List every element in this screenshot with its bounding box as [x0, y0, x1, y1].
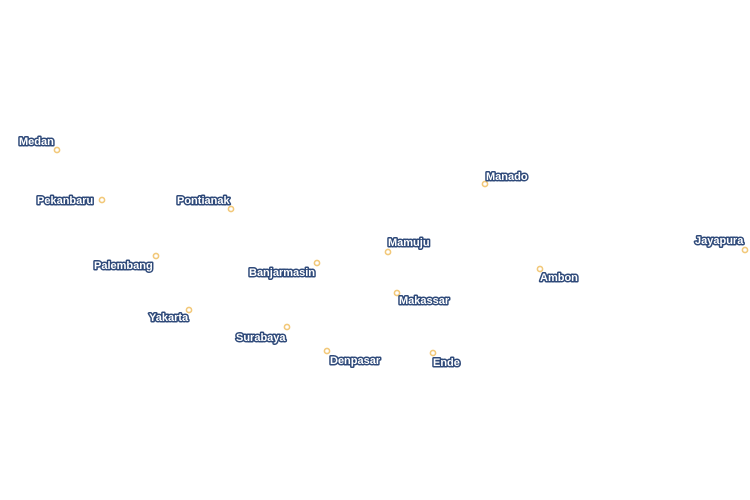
city-label-pekanbaru: Pekanbaru — [37, 195, 93, 207]
city-label-denpasar: Denpasar — [330, 355, 381, 367]
city-label-pontianak: Pontianak — [177, 195, 230, 207]
city-marker-ende[interactable] — [429, 349, 437, 357]
city-marker-denpasar[interactable] — [323, 347, 331, 355]
city-marker-medan[interactable] — [53, 146, 61, 154]
city-label-mamuju: Mamuju — [388, 237, 430, 249]
city-label-surabaya: Surabaya — [236, 332, 286, 344]
city-label-yakarta: Yakarta — [149, 312, 189, 324]
city-marker-jayapura[interactable] — [741, 246, 749, 254]
city-marker-makassar[interactable] — [393, 289, 401, 297]
city-marker-yakarta[interactable] — [185, 306, 193, 314]
city-marker-banjarmasin[interactable] — [313, 259, 321, 267]
city-label-makassar: Makassar — [399, 295, 450, 307]
city-label-medan: Medan — [19, 136, 54, 148]
city-marker-ambon[interactable] — [536, 265, 544, 273]
city-marker-mamuju[interactable] — [384, 248, 392, 256]
city-label-manado: Manado — [486, 171, 528, 183]
city-label-ende: Ende — [433, 357, 460, 369]
city-markers — [53, 146, 749, 357]
city-label-banjarmasin: Banjarmasin — [249, 267, 315, 279]
city-marker-manado[interactable] — [481, 180, 489, 188]
city-label-jayapura: Jayapura — [695, 235, 744, 247]
city-label-palembang: Palembang — [94, 260, 153, 272]
city-marker-palembang[interactable] — [152, 252, 160, 260]
city-label-ambon: Ambon — [540, 272, 578, 284]
city-marker-surabaya[interactable] — [283, 323, 291, 331]
city-marker-pontianak[interactable] — [227, 205, 235, 213]
city-marker-pekanbaru[interactable] — [98, 196, 106, 204]
